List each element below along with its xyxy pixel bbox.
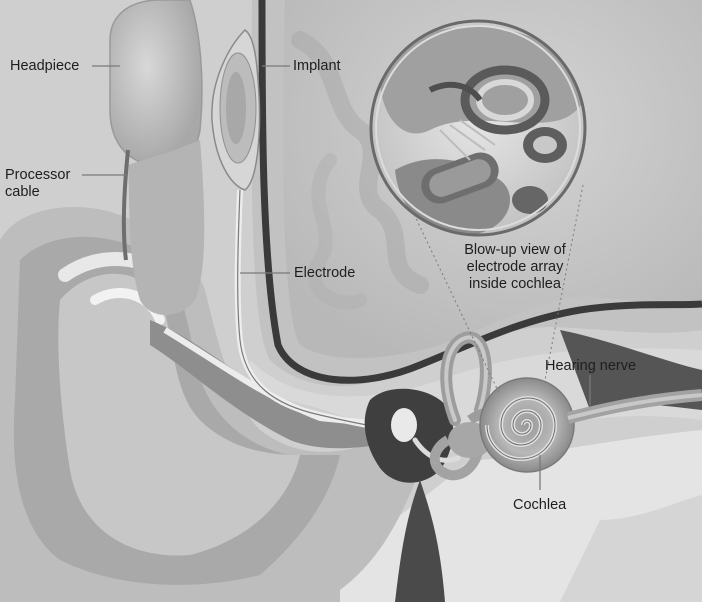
outer-ear bbox=[0, 207, 420, 602]
label-processor-cable-line2: cable bbox=[5, 184, 40, 200]
hearing-nerve bbox=[566, 389, 702, 424]
label-implant: Implant bbox=[293, 58, 341, 74]
implant-device bbox=[211, 29, 261, 191]
label-hearing-nerve: Hearing nerve bbox=[545, 358, 637, 374]
label-cochlea: Cochlea bbox=[513, 497, 567, 513]
leader-lines bbox=[82, 65, 591, 490]
label-electrode: Electrode bbox=[294, 265, 356, 281]
blowup-circle bbox=[369, 19, 587, 237]
blowup-guide-lines bbox=[411, 184, 584, 396]
electrode-lead bbox=[234, 189, 401, 433]
cochlea bbox=[479, 377, 575, 473]
headpiece-device bbox=[109, 0, 205, 315]
label-processor-cable-line1: Processor bbox=[5, 167, 71, 183]
label-blowup-line3: inside cochlea bbox=[469, 276, 561, 292]
label-blowup-line1: Blow-up view of bbox=[464, 242, 566, 258]
label-headpiece: Headpiece bbox=[10, 58, 80, 74]
label-blowup-line2: electrode array bbox=[466, 259, 564, 275]
